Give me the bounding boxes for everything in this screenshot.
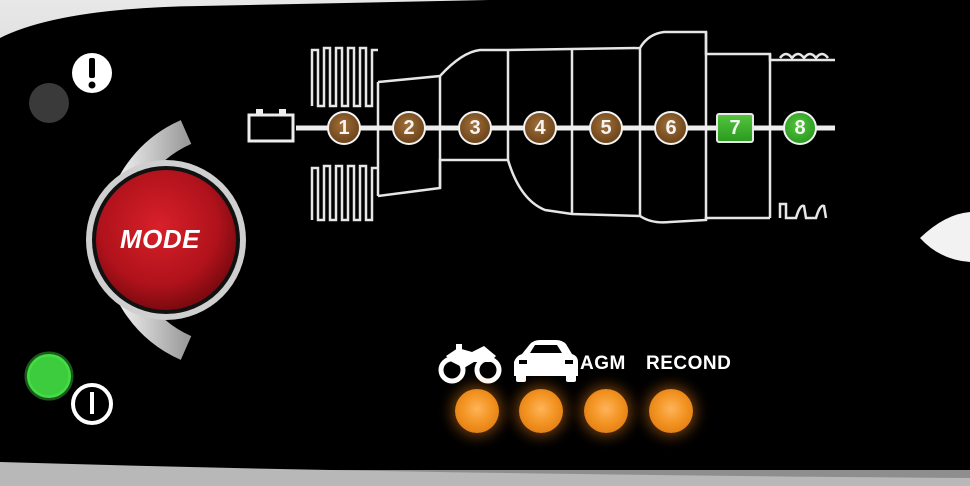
charge-step-4: 4: [523, 111, 557, 145]
charge-step-5: 5: [589, 111, 623, 145]
recond-label: RECOND: [646, 353, 732, 374]
error-led: [29, 83, 69, 123]
charge-step-8: 8: [783, 111, 817, 145]
glare-reflection: [920, 212, 970, 262]
agm-label: AGM: [580, 353, 626, 374]
motorcycle-program-led: [455, 389, 499, 433]
charge-step-7: 7: [716, 113, 754, 143]
mode-button-face[interactable]: [96, 170, 236, 310]
agm-program-led: [584, 389, 628, 433]
motorcycle-icon: [438, 344, 502, 384]
recond-program-led: [649, 389, 693, 433]
charge-curve-graph: [310, 30, 835, 224]
charge-step-3: 3: [458, 111, 492, 145]
battery-icon: [247, 109, 295, 143]
charge-step-6: 6: [654, 111, 688, 145]
car-icon: [514, 340, 578, 382]
car-program-led: [519, 389, 563, 433]
charge-step-2: 2: [392, 111, 426, 145]
charge-step-1: 1: [327, 111, 361, 145]
mode-button-label[interactable]: MODE: [120, 224, 200, 254]
power-led: [27, 354, 71, 398]
